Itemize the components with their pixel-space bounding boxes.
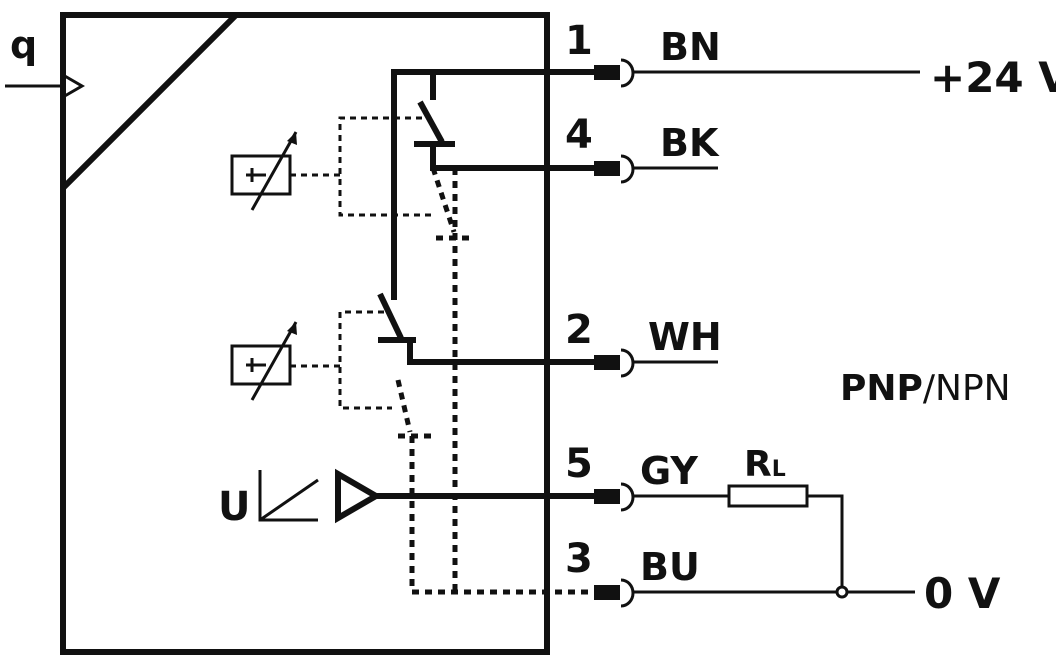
pin-1-number: 1 [565, 18, 593, 64]
amplifier-icon [335, 468, 382, 524]
output-mode-alternative: NPN [935, 368, 1011, 409]
output-mode-active: PNP [840, 368, 923, 409]
switch-2-npn-path [409, 436, 597, 595]
sensor-housing [60, 12, 550, 655]
ground-junction-icon [835, 585, 849, 599]
output-mode-label: PNP/NPN [840, 368, 1011, 409]
pin-1-terminal [594, 58, 635, 88]
pin-3-wire-code: BU [640, 545, 700, 589]
pin-5-number: 5 [565, 441, 593, 487]
load-resistor-icon [727, 484, 809, 508]
supply-bus [391, 69, 597, 300]
load-return-wire [807, 494, 844, 592]
switch-2-npn-blade [395, 379, 413, 433]
pin-2-number: 2 [565, 307, 593, 353]
supply-ground-label: 0 V [924, 569, 1001, 618]
adjust-1-arrowhead-icon [287, 132, 297, 145]
switch-2-blade [377, 292, 404, 340]
actuator-1-frame [338, 116, 432, 217]
housing-diagonal [60, 12, 239, 191]
analog-ramp [259, 478, 319, 522]
input-label: q [10, 23, 37, 67]
pin-3-terminal [594, 578, 635, 608]
adjust-2-arrowhead-icon [287, 322, 297, 335]
supply-positive-label: +24 V [930, 53, 1056, 102]
analog-label: U [218, 484, 250, 530]
switch-1-blade [417, 100, 445, 144]
pin-5-wire-code: GY [640, 449, 698, 493]
pin-4-terminal [594, 154, 635, 184]
analog-axes-icon [258, 470, 318, 522]
input-arrow-icon [62, 73, 85, 99]
pin-1-wire-code: BN [660, 25, 721, 69]
switch-2-output-line [407, 340, 597, 365]
adjust-1-arrow-icon [250, 131, 298, 211]
pin-4-wire-code: BK [660, 121, 720, 165]
switch-1-npn-blade [430, 167, 457, 233]
load-resistor-label: RL [744, 444, 786, 485]
pin-5-terminal [594, 482, 635, 512]
pin-2-terminal [594, 348, 635, 378]
actuator-2-frame [338, 310, 392, 410]
adjust-2-arrow-icon [250, 321, 298, 401]
output-mode-separator: / [923, 368, 936, 409]
load-resistor-subscript: L [772, 457, 786, 482]
pin-4-number: 4 [565, 112, 593, 158]
load-resistor-symbol: R [744, 444, 772, 485]
pin-3-number: 3 [565, 536, 593, 582]
pin-2-wire-code: WH [648, 315, 722, 359]
